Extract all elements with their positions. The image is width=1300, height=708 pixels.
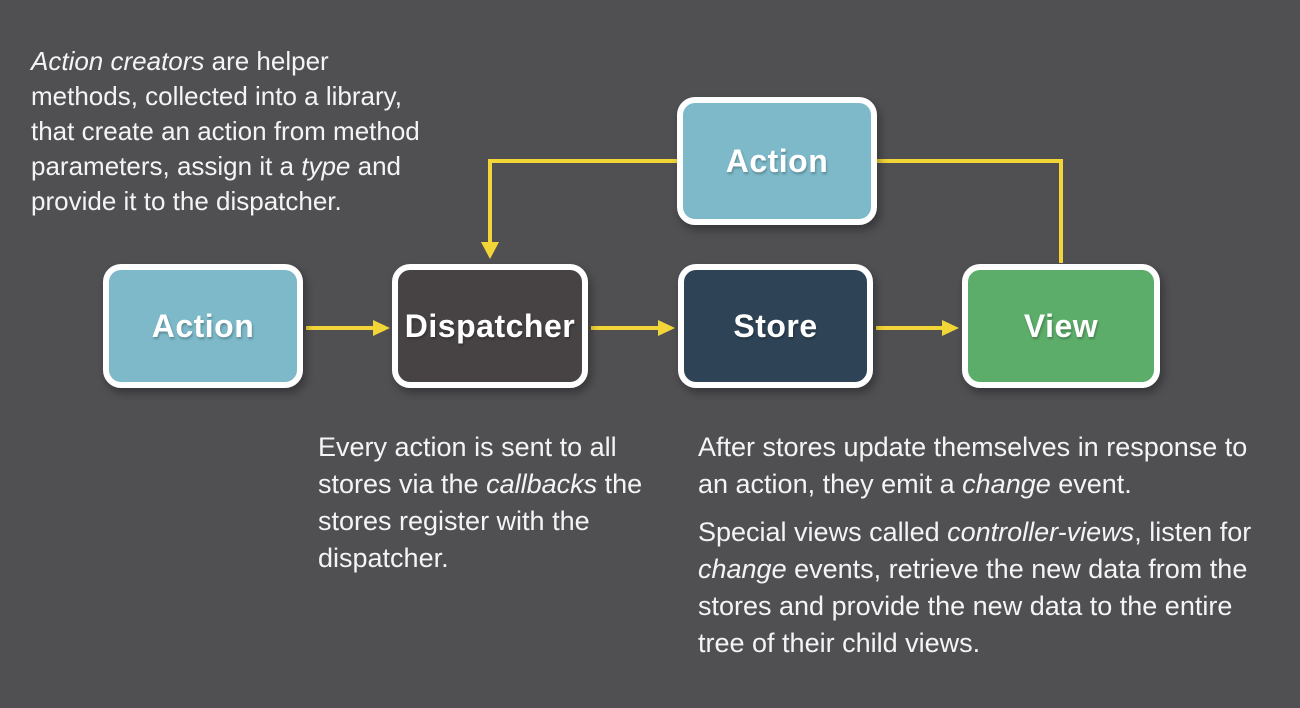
node-action: Action [103,264,303,388]
node-dispatcher: Dispatcher [392,264,588,388]
arrowhead-into-dispatcher-top [481,242,499,259]
node-dispatcher-label: Dispatcher [404,307,576,344]
connector-view-to-action [877,159,1063,263]
arrowhead-into-dispatcher-left [373,320,390,336]
annotation-store-note: After stores update themselves in respon… [698,432,1248,499]
node-action-top: Action [677,97,877,225]
node-view-label: View [1023,307,1099,344]
node-store: Store [678,264,873,388]
arrowhead-into-view-left [942,320,959,336]
connector-action-to-dispatcher [488,159,677,243]
node-store-label: Store [733,307,818,344]
annotation-store-view-note: After stores update themselves in respon… [698,429,1283,662]
node-action-label: Action [151,307,255,344]
node-action-top-label: Action [725,142,829,179]
annotation-view-note: Special views called controller-views, l… [698,517,1252,658]
arrowhead-into-store-left [658,320,675,336]
node-view: View [962,264,1160,388]
